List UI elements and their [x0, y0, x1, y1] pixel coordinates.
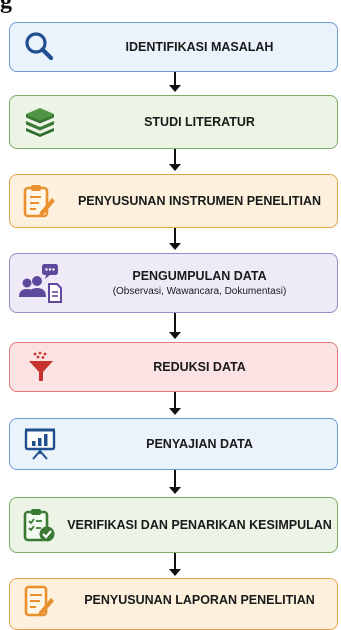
flow-arrow — [168, 228, 182, 250]
flow-arrow — [168, 149, 182, 171]
step-label: PENYAJIAN DATA — [146, 437, 253, 451]
step-verifikasi-kesimpulan: VERIFIKASI DAN PENARIKAN KESIMPULAN — [9, 497, 338, 553]
flow-arrow — [168, 553, 182, 576]
flow-arrow — [168, 72, 182, 92]
step-identifikasi-masalah: IDENTIFIKASI MASALAH — [9, 22, 338, 72]
step-label: PENYUSUNAN LAPORAN PENELITIAN — [84, 593, 315, 607]
flow-arrow — [168, 313, 182, 339]
step-label: STUDI LITERATUR — [144, 115, 255, 129]
flow-arrow — [168, 392, 182, 415]
step-label: VERIFIKASI DAN PENARIKAN KESIMPULAN — [67, 518, 332, 532]
people-chat-document-icon — [18, 262, 64, 304]
clipboard-pencil-icon — [22, 183, 56, 219]
step-pengumpulan-data: PENGUMPULAN DATA (Observasi, Wawancara, … — [9, 253, 338, 313]
step-label: REDUKSI DATA — [153, 360, 246, 374]
step-penyusunan-instrumen: PENYUSUNAN INSTRUMEN PENELITIAN — [9, 174, 338, 228]
diagram-title: g — [0, 0, 12, 14]
step-sublabel: (Observasi, Wawancara, Dokumentasi) — [112, 286, 287, 297]
flow-arrow — [168, 470, 182, 494]
step-label: IDENTIFIKASI MASALAH — [125, 40, 274, 54]
books-stack-icon — [22, 106, 58, 138]
document-pencil-icon — [22, 584, 56, 618]
step-label: PENYUSUNAN INSTRUMEN PENELITIAN — [77, 194, 322, 208]
clipboard-check-icon — [22, 507, 56, 543]
step-studi-literatur: STUDI LITERATUR — [9, 95, 338, 149]
presentation-chart-icon — [24, 427, 56, 461]
step-penyusunan-laporan: PENYUSUNAN LAPORAN PENELITIAN — [9, 578, 338, 630]
step-reduksi-data: REDUKSI DATA — [9, 342, 338, 392]
step-penyajian-data: PENYAJIAN DATA — [9, 418, 338, 470]
step-label: PENGUMPULAN DATA — [132, 269, 267, 283]
magnifier-icon — [22, 30, 56, 64]
funnel-icon — [28, 351, 54, 383]
